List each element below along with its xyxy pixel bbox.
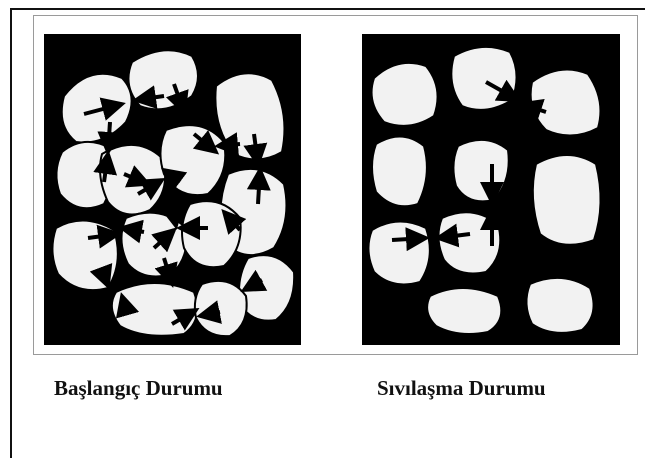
soil-grain (533, 155, 601, 245)
liquefaction-state-panel (362, 34, 620, 345)
initial-state-diagram (44, 34, 301, 345)
soil-grain (182, 201, 241, 267)
liquefaction-state-caption: Sıvılaşma Durumu (377, 376, 546, 401)
soil-grain (531, 70, 601, 136)
soil-grain (453, 140, 508, 202)
soil-grain (62, 74, 132, 143)
soil-grain (526, 278, 593, 333)
soil-grain (427, 288, 501, 334)
soil-grain (195, 281, 247, 336)
force-arrow (108, 122, 110, 152)
liquefaction-state-diagram (362, 34, 620, 345)
soil-grain (52, 220, 117, 290)
force-arrow (392, 238, 426, 240)
soil-grain (372, 63, 438, 126)
force-arrow (258, 170, 260, 204)
soil-grain (372, 136, 427, 206)
soil-grain (451, 47, 516, 110)
initial-state-caption: Başlangıç Durumu (54, 376, 223, 401)
initial-state-panel (44, 34, 301, 345)
force-arrow (218, 144, 240, 146)
soil-grain (368, 221, 429, 284)
